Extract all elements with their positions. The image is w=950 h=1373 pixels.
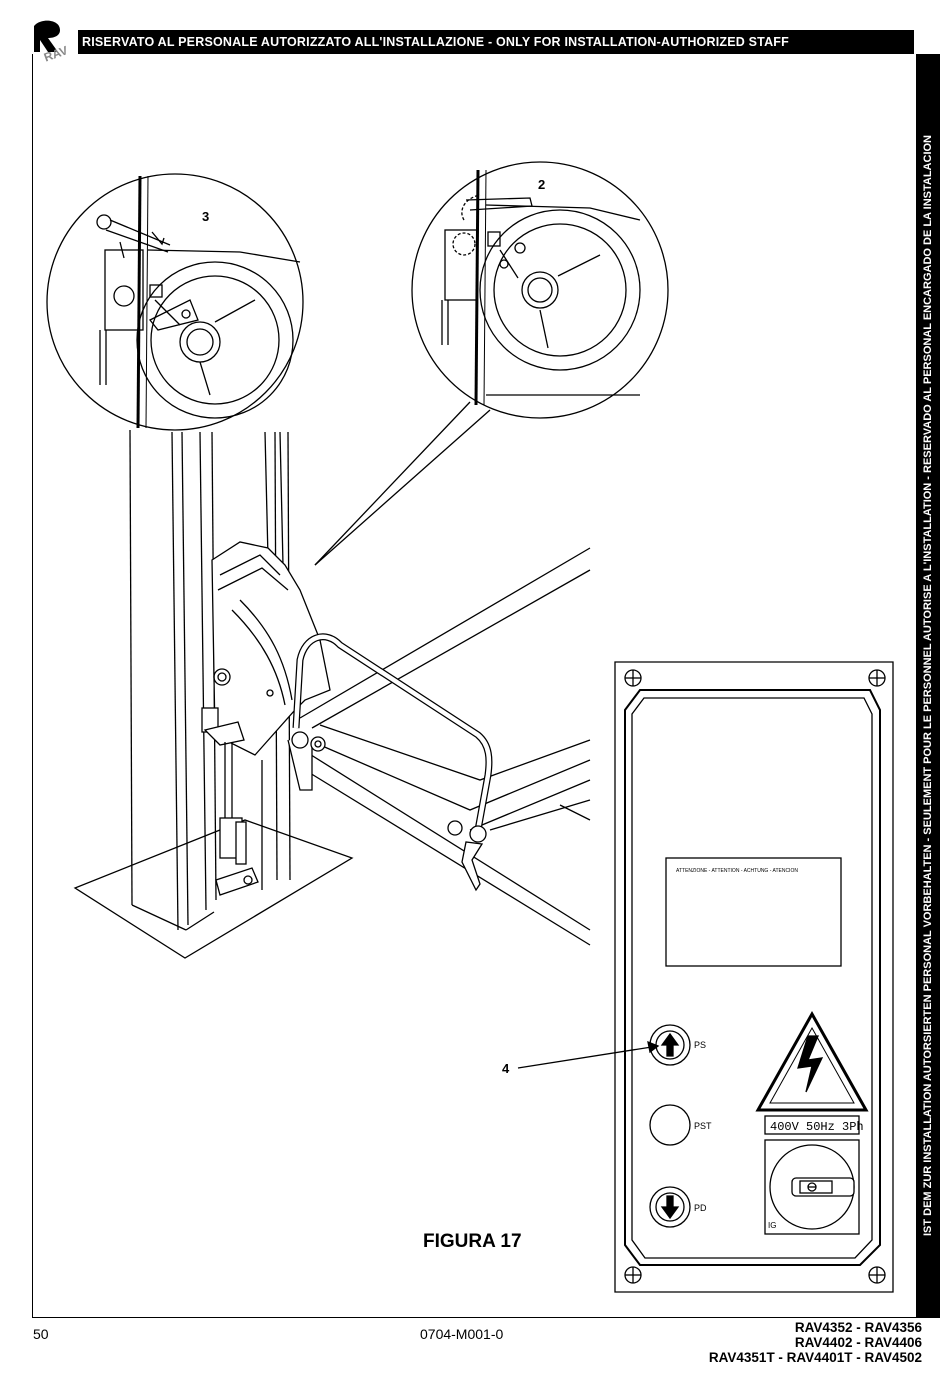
button-ps-label: PS <box>694 1040 706 1050</box>
button-pd <box>649 1186 691 1228</box>
voltage-label: 400V 50Hz 3Ph <box>770 1120 864 1134</box>
callout-4: 4 <box>502 1061 510 1076</box>
high-voltage-triangle <box>755 1010 869 1112</box>
button-pst <box>649 1104 691 1146</box>
model-line: RAV4352 - RAV4356 <box>794 1320 922 1335</box>
model-line: RAV4351T - RAV4401T - RAV4502 <box>708 1350 922 1365</box>
carriage <box>211 541 331 756</box>
page-number: 50 <box>33 1326 49 1342</box>
control-panel <box>614 661 894 1293</box>
side-banner-background <box>916 54 940 1318</box>
frame-bottom-rule <box>32 1317 916 1318</box>
detail-circle-2 <box>411 161 669 419</box>
arrow-down-icon <box>660 1195 680 1220</box>
lightning-bolt-icon <box>797 1035 824 1093</box>
warning-label-text: ATTENZIONE - ATTENTION - ACHTUNG - ATENC… <box>676 868 798 874</box>
header-banner: RISERVATO AL PERSONALE AUTORIZZATO ALL'I… <box>78 30 914 54</box>
model-list: RAV4352 - RAV4356 RAV4402 - RAV4406 RAV4… <box>709 1320 922 1365</box>
button-ps <box>649 1024 691 1066</box>
callout-2: 2 <box>538 177 546 192</box>
warning-label-box <box>665 857 842 967</box>
figure-label: FIGURA 17 <box>423 1231 522 1252</box>
callout-3: 3 <box>202 209 210 224</box>
main-switch-box <box>764 1139 860 1235</box>
arrow-up-icon <box>660 1032 680 1057</box>
document-code: 0704-M001-0 <box>420 1326 504 1342</box>
base-plate <box>73 819 354 959</box>
button-pst-label: PST <box>694 1121 712 1131</box>
frame-left-rule <box>32 54 33 1318</box>
safety-lever <box>201 707 259 896</box>
rav-logo: RAV <box>34 20 70 62</box>
model-line: RAV4402 - RAV4406 <box>794 1335 922 1350</box>
lift-arm <box>287 547 591 946</box>
button-pd-label: PD <box>694 1203 707 1213</box>
switch-label: IG <box>768 1221 776 1230</box>
voltage-label-box <box>764 1115 860 1135</box>
detail-circle-3 <box>46 173 304 431</box>
